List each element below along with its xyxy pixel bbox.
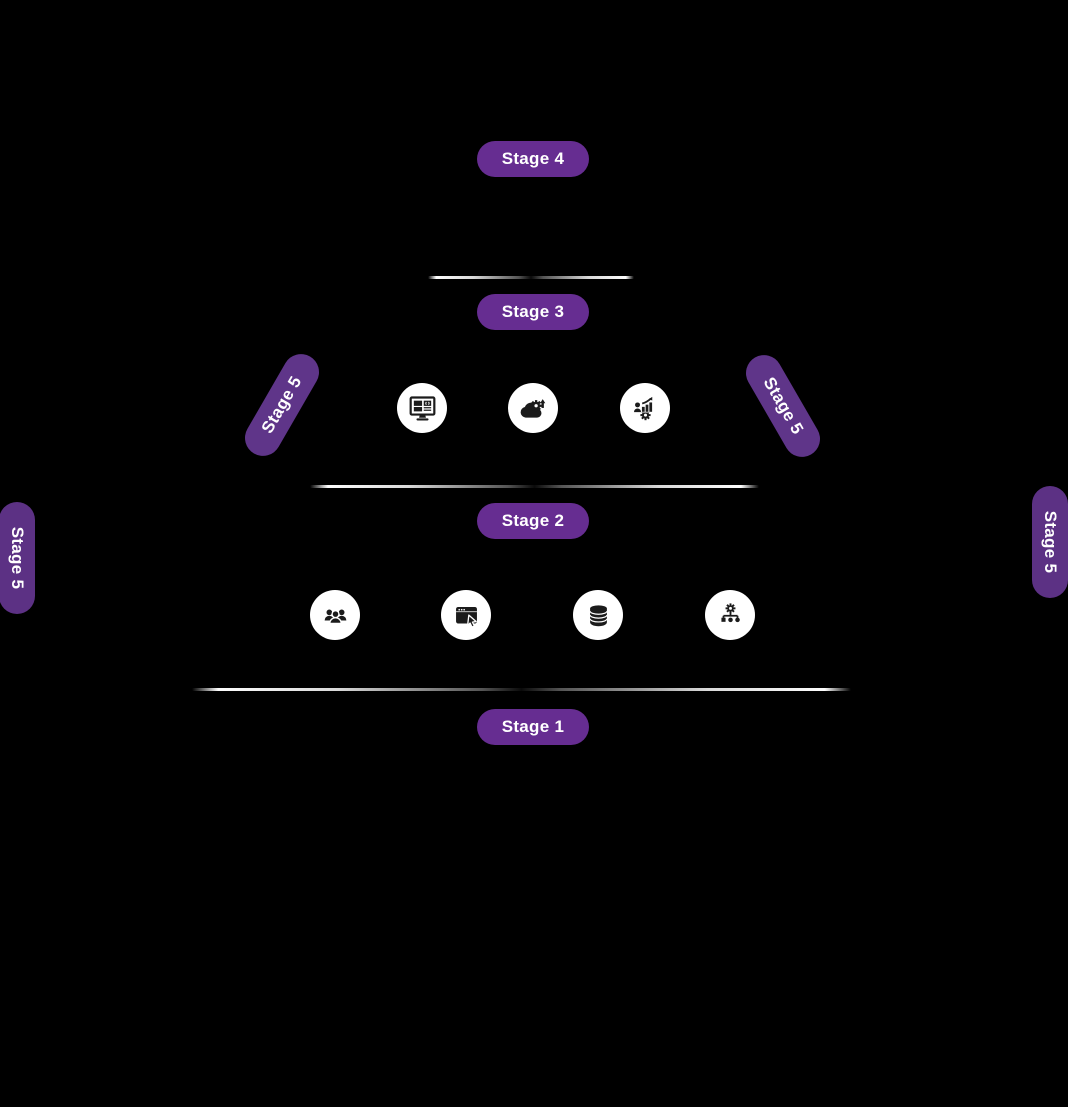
stage-4-label: Stage 4 xyxy=(501,149,565,168)
stage-5-diagonal-right-pill: Stage 5 xyxy=(739,348,827,464)
stage-5-edge-left-label: Stage 5 xyxy=(8,526,27,590)
stage-5-diagonal-left-pill: Stage 5 xyxy=(238,347,326,463)
icon-circle xyxy=(441,590,491,640)
stage-5-edge-right-pill: Stage 5 xyxy=(1032,486,1068,598)
stage-5-edge-right-label: Stage 5 xyxy=(1041,510,1060,574)
stage-5-diagonal-left-label: Stage 5 xyxy=(257,372,306,437)
database-icon xyxy=(589,604,607,626)
stage-2-pill: Stage 2 xyxy=(477,503,589,539)
divider-line-bottom xyxy=(192,688,851,691)
stage-1-pill: Stage 1 xyxy=(477,709,589,745)
icon-circle xyxy=(620,383,670,433)
icon-circle xyxy=(573,590,623,640)
team-people-icon xyxy=(324,609,346,624)
cloud-gear-upgrade-icon xyxy=(520,398,545,418)
stage-5-diagonal-right-label: Stage 5 xyxy=(759,373,808,438)
divider-line-top xyxy=(428,276,634,279)
stage-3-pill: Stage 3 xyxy=(477,294,589,330)
stage-1-label: Stage 1 xyxy=(501,717,565,736)
divider-line-middle xyxy=(310,485,759,488)
person-analytics-gear-icon xyxy=(633,396,652,420)
stage-3-label: Stage 3 xyxy=(501,302,565,321)
monitor-dashboard-icon xyxy=(409,395,435,420)
stage-5-edge-left-pill: Stage 5 xyxy=(0,502,35,614)
browser-window-cursor-icon xyxy=(455,606,477,628)
icon-circle xyxy=(397,383,447,433)
stage-2-label: Stage 2 xyxy=(501,511,565,530)
icon-circle xyxy=(508,383,558,433)
icon-circle xyxy=(705,590,755,640)
workflow-gear-hierarchy-icon xyxy=(720,602,740,622)
icon-circle xyxy=(310,590,360,640)
stage-4-pill: Stage 4 xyxy=(477,141,589,177)
